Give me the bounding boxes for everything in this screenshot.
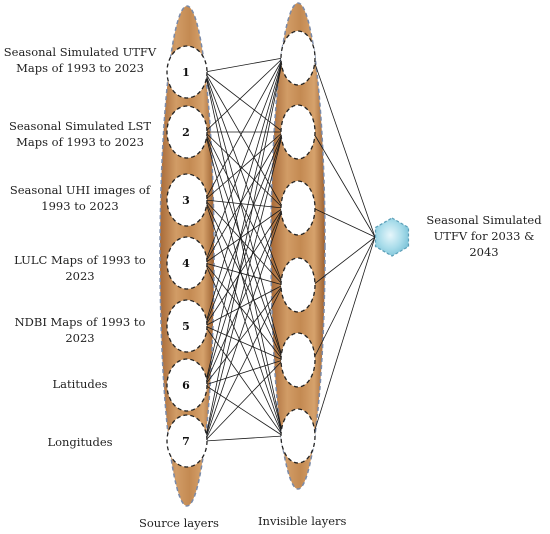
connection-input-2-hidden-1 — [204, 57, 284, 133]
input-label-6: Latitudes — [52, 377, 108, 391]
hidden-node-5 — [280, 332, 316, 388]
connection-input-6-hidden-6 — [204, 384, 284, 437]
hidden-node-4 — [280, 257, 316, 313]
connection-input-3-hidden-4 — [204, 199, 284, 286]
input-node-number-7: 7 — [182, 435, 190, 448]
connection-input-4-hidden-4 — [204, 262, 284, 286]
input-nodes: 1 2 3 4 5 6 7 — [166, 45, 208, 468]
connection-hidden-2-output — [312, 131, 376, 238]
connection-input-6-hidden-3 — [204, 207, 284, 386]
connection-input-5-hidden-1 — [204, 57, 284, 327]
connection-input-6-hidden-2 — [204, 131, 284, 386]
input-node-number-3: 3 — [182, 194, 190, 207]
connection-input-2-hidden-5 — [204, 131, 284, 361]
input-label-1: Seasonal Simulated UTFV Maps of 1993 to … — [3, 45, 157, 75]
hidden-nodes — [280, 30, 316, 464]
connection-input-2-hidden-4 — [204, 131, 284, 286]
connection-input-4-hidden-3 — [204, 207, 284, 264]
connection-input-7-hidden-1 — [204, 57, 284, 442]
connection-input-5-hidden-4 — [204, 284, 284, 327]
connection-input-3-hidden-6 — [204, 199, 284, 437]
connection-input-4-hidden-1 — [204, 57, 284, 264]
connection-input-3-hidden-5 — [204, 199, 284, 361]
connection-input-1-hidden-6 — [204, 71, 284, 437]
connection-input-4-hidden-6 — [204, 262, 284, 437]
input-label-3: Seasonal UHI images of 1993 to 2023 — [9, 183, 151, 213]
connection-input-5-hidden-3 — [204, 207, 284, 327]
input-node-number-5: 5 — [182, 320, 190, 333]
input-node-1 — [166, 45, 208, 99]
input-node-6 — [166, 358, 208, 412]
input-label-5: NDBI Maps of 1993 to 2023 — [14, 315, 146, 345]
connection-input-6-hidden-1 — [204, 57, 284, 386]
connection-input-1-hidden-2 — [204, 71, 284, 133]
connection-input-4-hidden-5 — [204, 262, 284, 361]
connection-input-7-hidden-3 — [204, 207, 284, 442]
input-node-number-4: 4 — [182, 257, 190, 270]
input-node-4 — [166, 236, 208, 290]
output-label: Seasonal Simulated UTFV for 2033 & 2043 — [426, 213, 542, 259]
connection-input-4-hidden-2 — [204, 131, 284, 264]
connection-input-7-hidden-5 — [204, 359, 284, 442]
connection-input-7-hidden-6 — [204, 435, 284, 442]
connection-hidden-3-output — [312, 207, 376, 238]
connection-input-6-hidden-4 — [204, 284, 284, 386]
input-node-7 — [166, 414, 208, 468]
input-node-number-2: 2 — [182, 126, 190, 139]
connection-input-7-hidden-2 — [204, 131, 284, 442]
connection-input-1-hidden-4 — [204, 71, 284, 286]
connection-hidden-4-output — [312, 236, 376, 286]
connection-input-6-hidden-5 — [204, 359, 284, 386]
hidden-layers-caption: Invisible layers — [258, 514, 347, 528]
connection-hidden-1-output — [312, 57, 376, 238]
input-node-number-1: 1 — [182, 66, 190, 79]
input-node-2 — [166, 105, 208, 159]
input-node-3 — [166, 173, 208, 227]
connection-input-5-hidden-2 — [204, 131, 284, 327]
hidden-node-6 — [280, 408, 316, 464]
hidden-node-3 — [280, 180, 316, 236]
connection-input-3-hidden-2 — [204, 131, 284, 201]
connection-hidden-6-output — [312, 236, 376, 437]
source-layers-caption: Source layers — [139, 516, 219, 530]
input-label-7: Longitudes — [47, 435, 113, 449]
connection-input-3-hidden-1 — [204, 57, 284, 201]
connection-input-7-hidden-4 — [204, 284, 284, 442]
hidden-node-2 — [280, 104, 316, 160]
input-node-number-6: 6 — [182, 379, 190, 392]
input-node-5 — [166, 299, 208, 353]
connection-hidden-5-output — [312, 236, 376, 361]
output-node — [374, 217, 410, 257]
connection-input-2-hidden-6 — [204, 131, 284, 437]
connection-input-5-hidden-6 — [204, 325, 284, 437]
input-label-2: Seasonal Simulated LST Maps of 1993 to 2… — [9, 119, 151, 149]
connection-input-1-hidden-1 — [204, 57, 284, 73]
hidden-node-1 — [280, 30, 316, 86]
connection-input-1-hidden-3 — [204, 71, 284, 209]
connections — [204, 57, 376, 442]
connection-input-2-hidden-3 — [204, 131, 284, 209]
input-label-4: LULC Maps of 1993 to 2023 — [14, 253, 146, 283]
connection-input-3-hidden-3 — [204, 199, 284, 209]
